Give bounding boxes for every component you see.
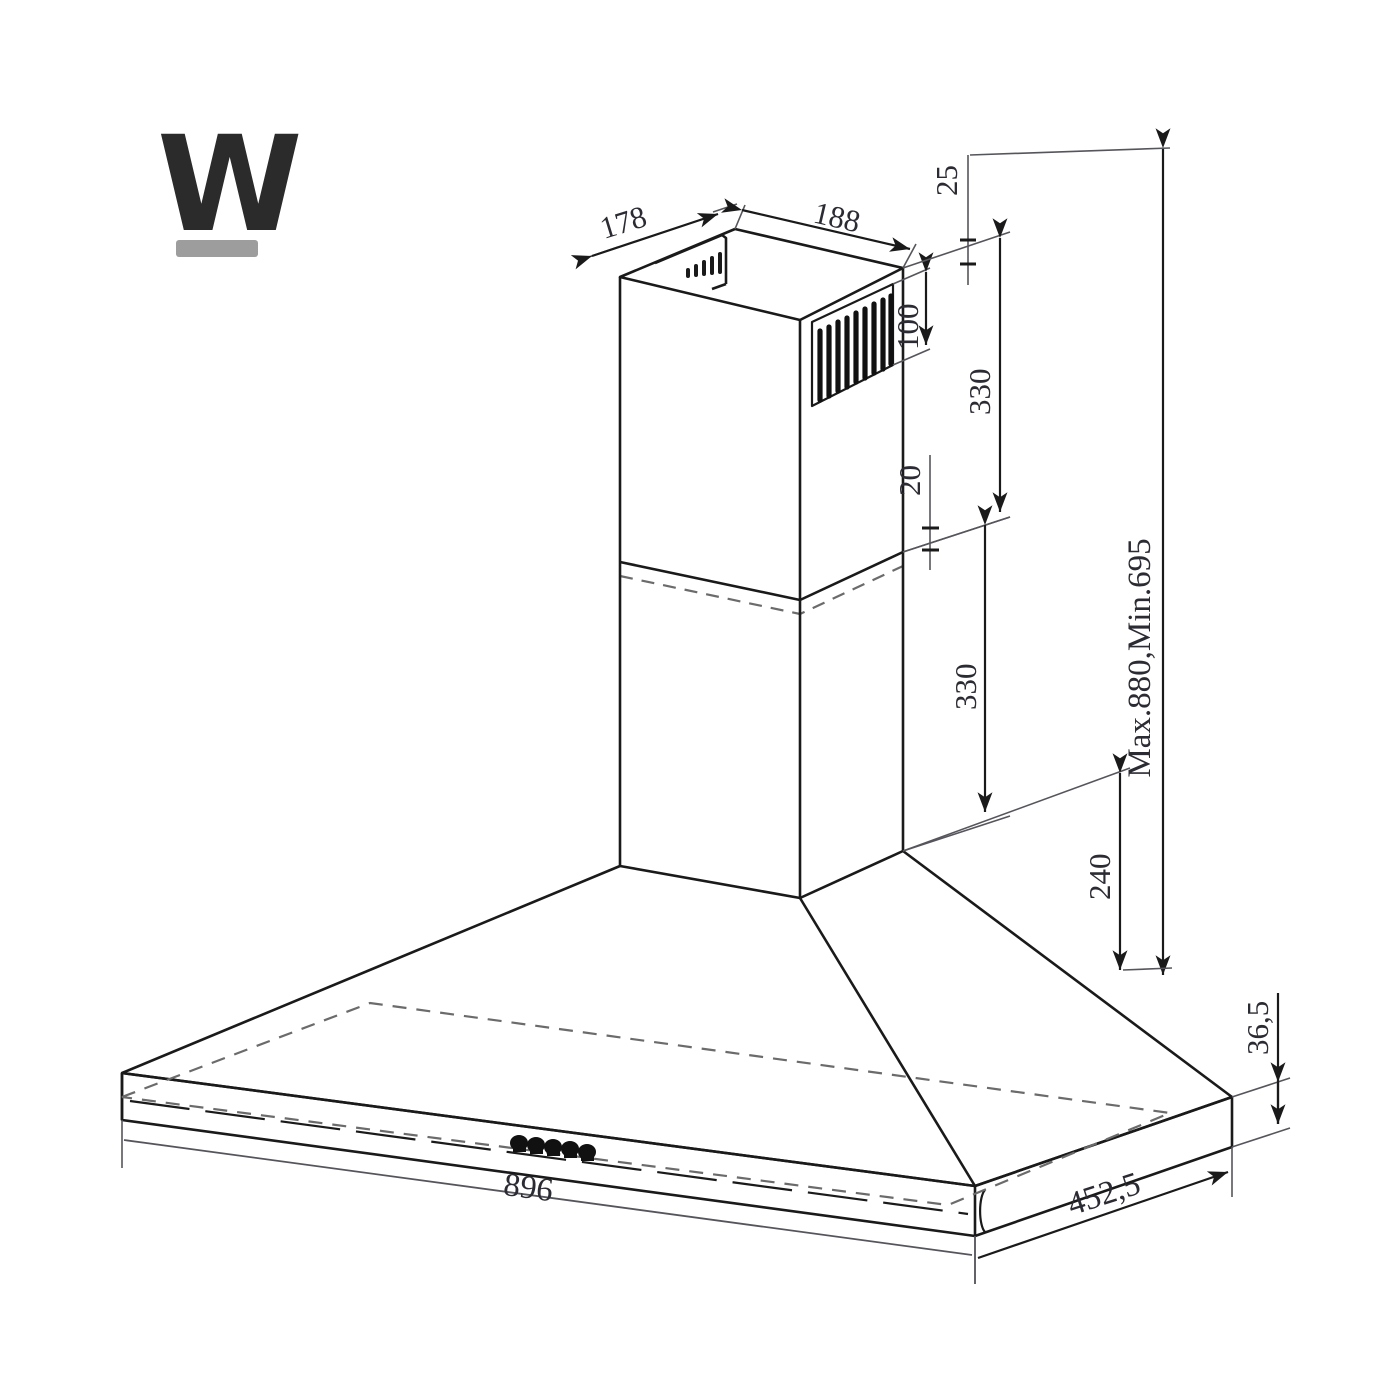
inner-grille-slats <box>686 252 722 278</box>
dimension-36-5: 36,5 <box>1231 993 1291 1148</box>
dimension-188-label: 188 <box>810 195 863 240</box>
chimney-lower-section <box>618 552 905 900</box>
dimension-330-lower-label: 330 <box>948 664 983 711</box>
brand-logo: W <box>157 108 307 262</box>
dimension-330-upper: 330 <box>902 218 1011 553</box>
dimension-100: 100 <box>890 252 934 366</box>
dimension-overall-height: Max.880,Min.695 <box>969 128 1173 975</box>
dimension-20-label: 20 <box>892 465 927 496</box>
dimension-178: 178 <box>570 199 738 270</box>
dimension-36-5-label: 36,5 <box>1240 1001 1275 1055</box>
dimension-330-upper-label: 330 <box>962 369 997 416</box>
dimension-240: 240 <box>902 753 1131 970</box>
logo-wordmark: W <box>157 108 299 262</box>
dimension-188: 188 <box>721 195 917 269</box>
dimension-896-label: 896 <box>501 1167 555 1209</box>
hood-bottom-rim <box>120 1071 1234 1238</box>
vent-grille-slats <box>817 293 894 403</box>
chimney-upper-section <box>618 268 905 602</box>
dimension-20: 20 <box>892 455 939 570</box>
dimension-330-lower: 330 <box>902 505 1011 852</box>
dimension-25: 25 <box>929 155 976 285</box>
chimney-top-opening <box>618 227 905 322</box>
front-panel-seams <box>129 1099 969 1216</box>
dimension-100-label: 100 <box>890 304 925 351</box>
dimension-896: 896 <box>121 1120 976 1284</box>
hood-canopy <box>121 849 1233 1188</box>
grease-filter-outline <box>121 1001 1175 1207</box>
chimney-assembly <box>618 227 905 900</box>
control-panel-buttons[interactable] <box>510 1135 596 1161</box>
dimension-240-label: 240 <box>1082 854 1117 901</box>
logo-underline <box>176 240 258 257</box>
dimension-overall-height-label: Max.880,Min.695 <box>1122 538 1158 777</box>
dimension-452-5: 452,5 <box>974 1147 1233 1284</box>
dimension-25-label: 25 <box>929 165 964 196</box>
